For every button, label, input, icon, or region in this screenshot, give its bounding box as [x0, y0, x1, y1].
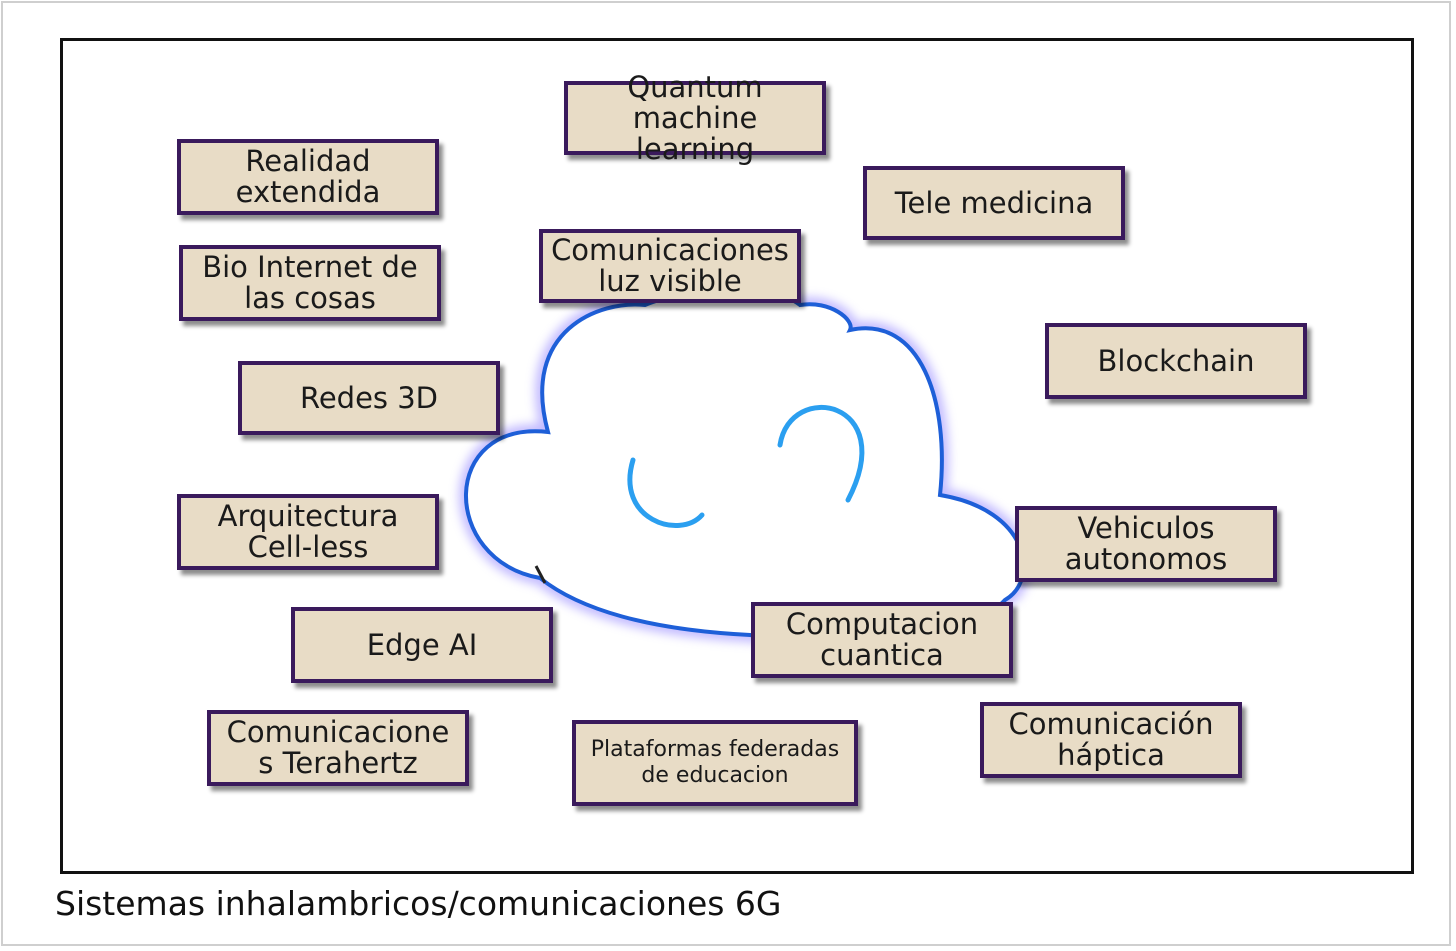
node-edge-ai: Edge AI	[291, 607, 553, 683]
node-line: Blockchain	[1097, 343, 1255, 378]
node-line: Comunicacione	[226, 715, 450, 749]
node-line: autonomos	[1064, 542, 1228, 576]
node-line: Comunicación	[1008, 707, 1214, 741]
node-tele-medicina: Tele medicina	[863, 166, 1125, 240]
node-line: háptica	[1057, 738, 1165, 772]
node-line: luz visible	[598, 264, 742, 298]
node-line: las cosas	[244, 281, 376, 315]
node-line: Plataformas federadas	[590, 737, 840, 762]
node-line: Redes 3D	[299, 380, 439, 415]
node-line: extendida	[235, 175, 381, 209]
node-line: cuantica	[820, 638, 944, 672]
node-line: Arquitectura	[217, 499, 399, 533]
node-line: Vehiculos	[1077, 511, 1215, 545]
diagram-caption: Sistemas inhalambricos/comunicaciones 6G	[55, 884, 782, 923]
node-line: Tele medicina	[894, 185, 1094, 220]
node-line: Computacion	[785, 607, 979, 641]
node-line: Cell-less	[247, 530, 369, 564]
node-blockchain: Blockchain	[1045, 323, 1307, 399]
node-line: Quantum machine	[627, 69, 763, 135]
node-redes-3d: Redes 3D	[238, 361, 500, 435]
node-line: Bio Internet de	[202, 250, 418, 284]
node-line: Comunicaciones	[551, 233, 789, 267]
node-line: learning	[635, 131, 755, 166]
node-line: de educacion	[641, 763, 789, 788]
node-line: Edge AI	[366, 627, 478, 662]
node-line: Realidad	[245, 144, 371, 178]
node-line: s Terahertz	[258, 746, 418, 780]
